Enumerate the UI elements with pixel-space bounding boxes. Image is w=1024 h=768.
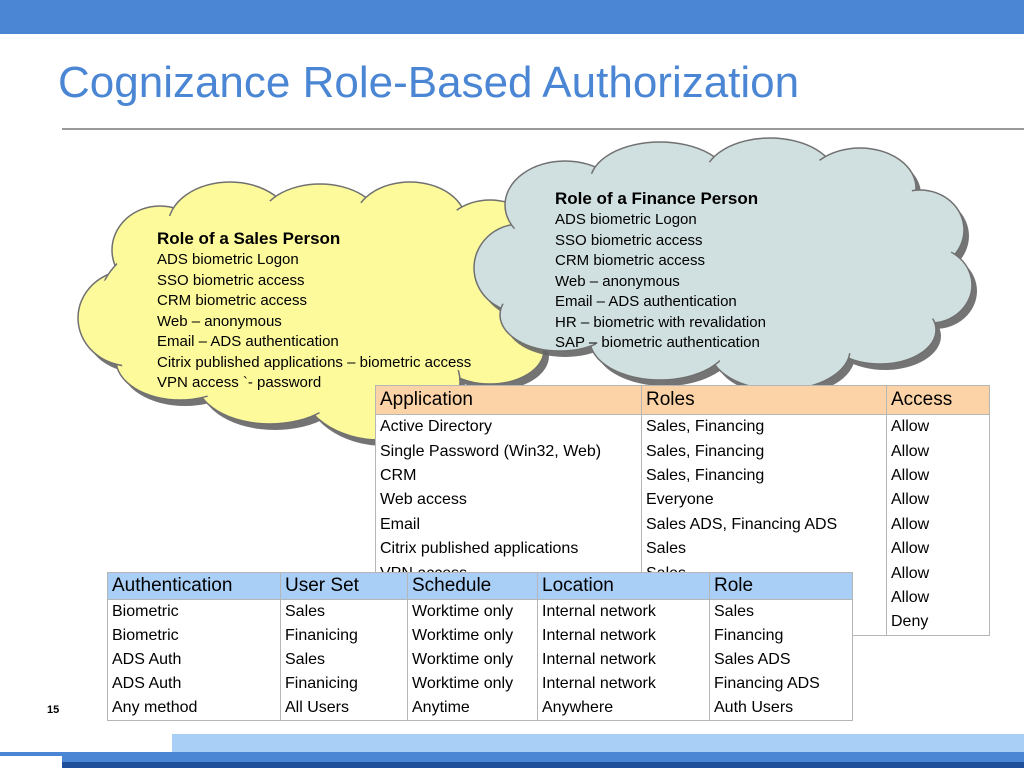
column-header-roles: Roles: [641, 385, 887, 415]
cell-access: Allow: [886, 488, 990, 513]
cell-roles: Sales, Financing: [641, 414, 887, 440]
sales-role-line: SSO biometric access: [157, 271, 305, 289]
table-row: Citrix published applications Sales Allo…: [375, 536, 990, 562]
cell-authentication: ADS Auth: [107, 672, 281, 696]
cell-roles: Sales ADS, Financing ADS: [641, 512, 887, 537]
column-header-role: Role: [709, 572, 853, 600]
finance-role-line: SSO biometric access: [555, 231, 703, 249]
slide-title: Cognizance Role-Based Authorization: [58, 58, 800, 107]
sales-role-line: Citrix published applications – biometri…: [157, 353, 472, 371]
cell-schedule: Worktime only: [407, 648, 538, 672]
table-header-row: Authentication User Set Schedule Locatio…: [107, 572, 853, 600]
sales-role-line: Email – ADS authentication: [157, 333, 339, 350]
column-header-location: Location: [537, 572, 710, 600]
table-row: ADS Auth Sales Worktime only Internal ne…: [107, 648, 853, 672]
finance-role-line: HR – biometric with revalidation: [555, 313, 766, 331]
table-row: Single Password (Win32, Web) Sales, Fina…: [375, 439, 990, 464]
table-row: Any method All Users Anytime Anywhere Au…: [107, 696, 853, 721]
cell-schedule: Worktime only: [407, 672, 538, 696]
cell-location: Anywhere: [537, 696, 710, 721]
footer-bar-light: [172, 734, 1024, 752]
page-number: 15: [47, 704, 60, 716]
finance-role-line: SAP – biometric authentication: [555, 334, 760, 351]
cell-access: Allow: [886, 512, 990, 537]
cell-application: Web access: [375, 488, 642, 513]
cell-application: CRM: [375, 463, 642, 489]
finance-role-line: CRM biometric access: [555, 252, 706, 269]
title-divider: [62, 128, 1024, 130]
cell-user-set: Finanicing: [280, 624, 408, 648]
table-row: Biometric Sales Worktime only Internal n…: [107, 599, 853, 624]
table-row: Email Sales ADS, Financing ADS Allow: [375, 512, 990, 537]
cell-access: Deny: [886, 610, 990, 636]
sales-role-line: ADS biometric Logon: [157, 251, 299, 268]
cell-authentication: Biometric: [107, 599, 281, 624]
table-row: Web access Everyone Allow: [375, 488, 990, 513]
application-access-table: Application Roles Access Active Director…: [375, 385, 990, 636]
cell-access: Allow: [886, 439, 990, 464]
cell-role: Sales: [709, 599, 853, 624]
cell-roles: Everyone: [641, 488, 887, 513]
column-header-authentication: Authentication: [107, 572, 281, 600]
cell-application: Single Password (Win32, Web): [375, 439, 642, 464]
table-row: Biometric Finanicing Worktime only Inter…: [107, 624, 853, 648]
column-header-access: Access: [886, 385, 990, 415]
finance-role-line: Email – ADS authentication: [555, 293, 737, 310]
finance-role-heading: Role of a Finance Person: [555, 189, 759, 208]
cell-schedule: Worktime only: [407, 599, 538, 624]
table-header-row: Application Roles Access: [375, 385, 990, 415]
cell-location: Internal network: [537, 599, 710, 624]
top-banner-bar: [0, 0, 1024, 34]
table-row: ADS Auth Finanicing Worktime only Intern…: [107, 672, 853, 696]
cell-schedule: Anytime: [407, 696, 538, 721]
cell-role: Sales ADS: [709, 648, 853, 672]
sales-role-line: CRM biometric access: [157, 292, 308, 309]
cell-authentication: Biometric: [107, 624, 281, 648]
cell-access: Allow: [886, 463, 990, 489]
sales-role-line: VPN access `- password: [157, 374, 322, 391]
cell-authentication: ADS Auth: [107, 648, 281, 672]
cell-role: Financing: [709, 624, 853, 648]
cell-location: Internal network: [537, 648, 710, 672]
column-header-user-set: User Set: [280, 572, 408, 600]
sales-role-line: Web – anonymous: [157, 312, 282, 330]
cell-application: Email: [375, 512, 642, 537]
authentication-policy-table: Authentication User Set Schedule Locatio…: [107, 572, 853, 721]
cell-access: Allow: [886, 561, 990, 586]
footer-bar-dark: [62, 762, 1024, 768]
column-header-schedule: Schedule: [407, 572, 538, 600]
cell-application: Citrix published applications: [375, 536, 642, 562]
cell-access: Allow: [886, 414, 990, 440]
footer-bar-gap: [0, 756, 62, 768]
finance-role-line: Web – anonymous: [555, 272, 680, 290]
cell-schedule: Worktime only: [407, 624, 538, 648]
sales-role-text: Role of a Sales Person ADS biometric Log…: [157, 228, 471, 394]
cell-location: Internal network: [537, 624, 710, 648]
sales-role-heading: Role of a Sales Person: [157, 229, 341, 248]
cell-location: Internal network: [537, 672, 710, 696]
cell-role: Financing ADS: [709, 672, 853, 696]
cell-role: Auth Users: [709, 696, 853, 721]
cell-authentication: Any method: [107, 696, 281, 721]
cell-roles: Sales: [641, 536, 887, 562]
cell-application: Active Directory: [375, 414, 642, 440]
cell-user-set: All Users: [280, 696, 408, 721]
cell-user-set: Sales: [280, 648, 408, 672]
cell-user-set: Sales: [280, 599, 408, 624]
cell-access: Allow: [886, 585, 990, 611]
cell-user-set: Finanicing: [280, 672, 408, 696]
table-row: CRM Sales, Financing Allow: [375, 463, 990, 489]
column-header-application: Application: [375, 385, 642, 415]
finance-role-line: ADS biometric Logon: [555, 211, 697, 228]
cell-roles: Sales, Financing: [641, 439, 887, 464]
table-row: Active Directory Sales, Financing Allow: [375, 414, 990, 440]
cell-roles: Sales, Financing: [641, 463, 887, 489]
finance-role-text: Role of a Finance Person ADS biometric L…: [555, 188, 766, 354]
cell-access: Allow: [886, 536, 990, 562]
